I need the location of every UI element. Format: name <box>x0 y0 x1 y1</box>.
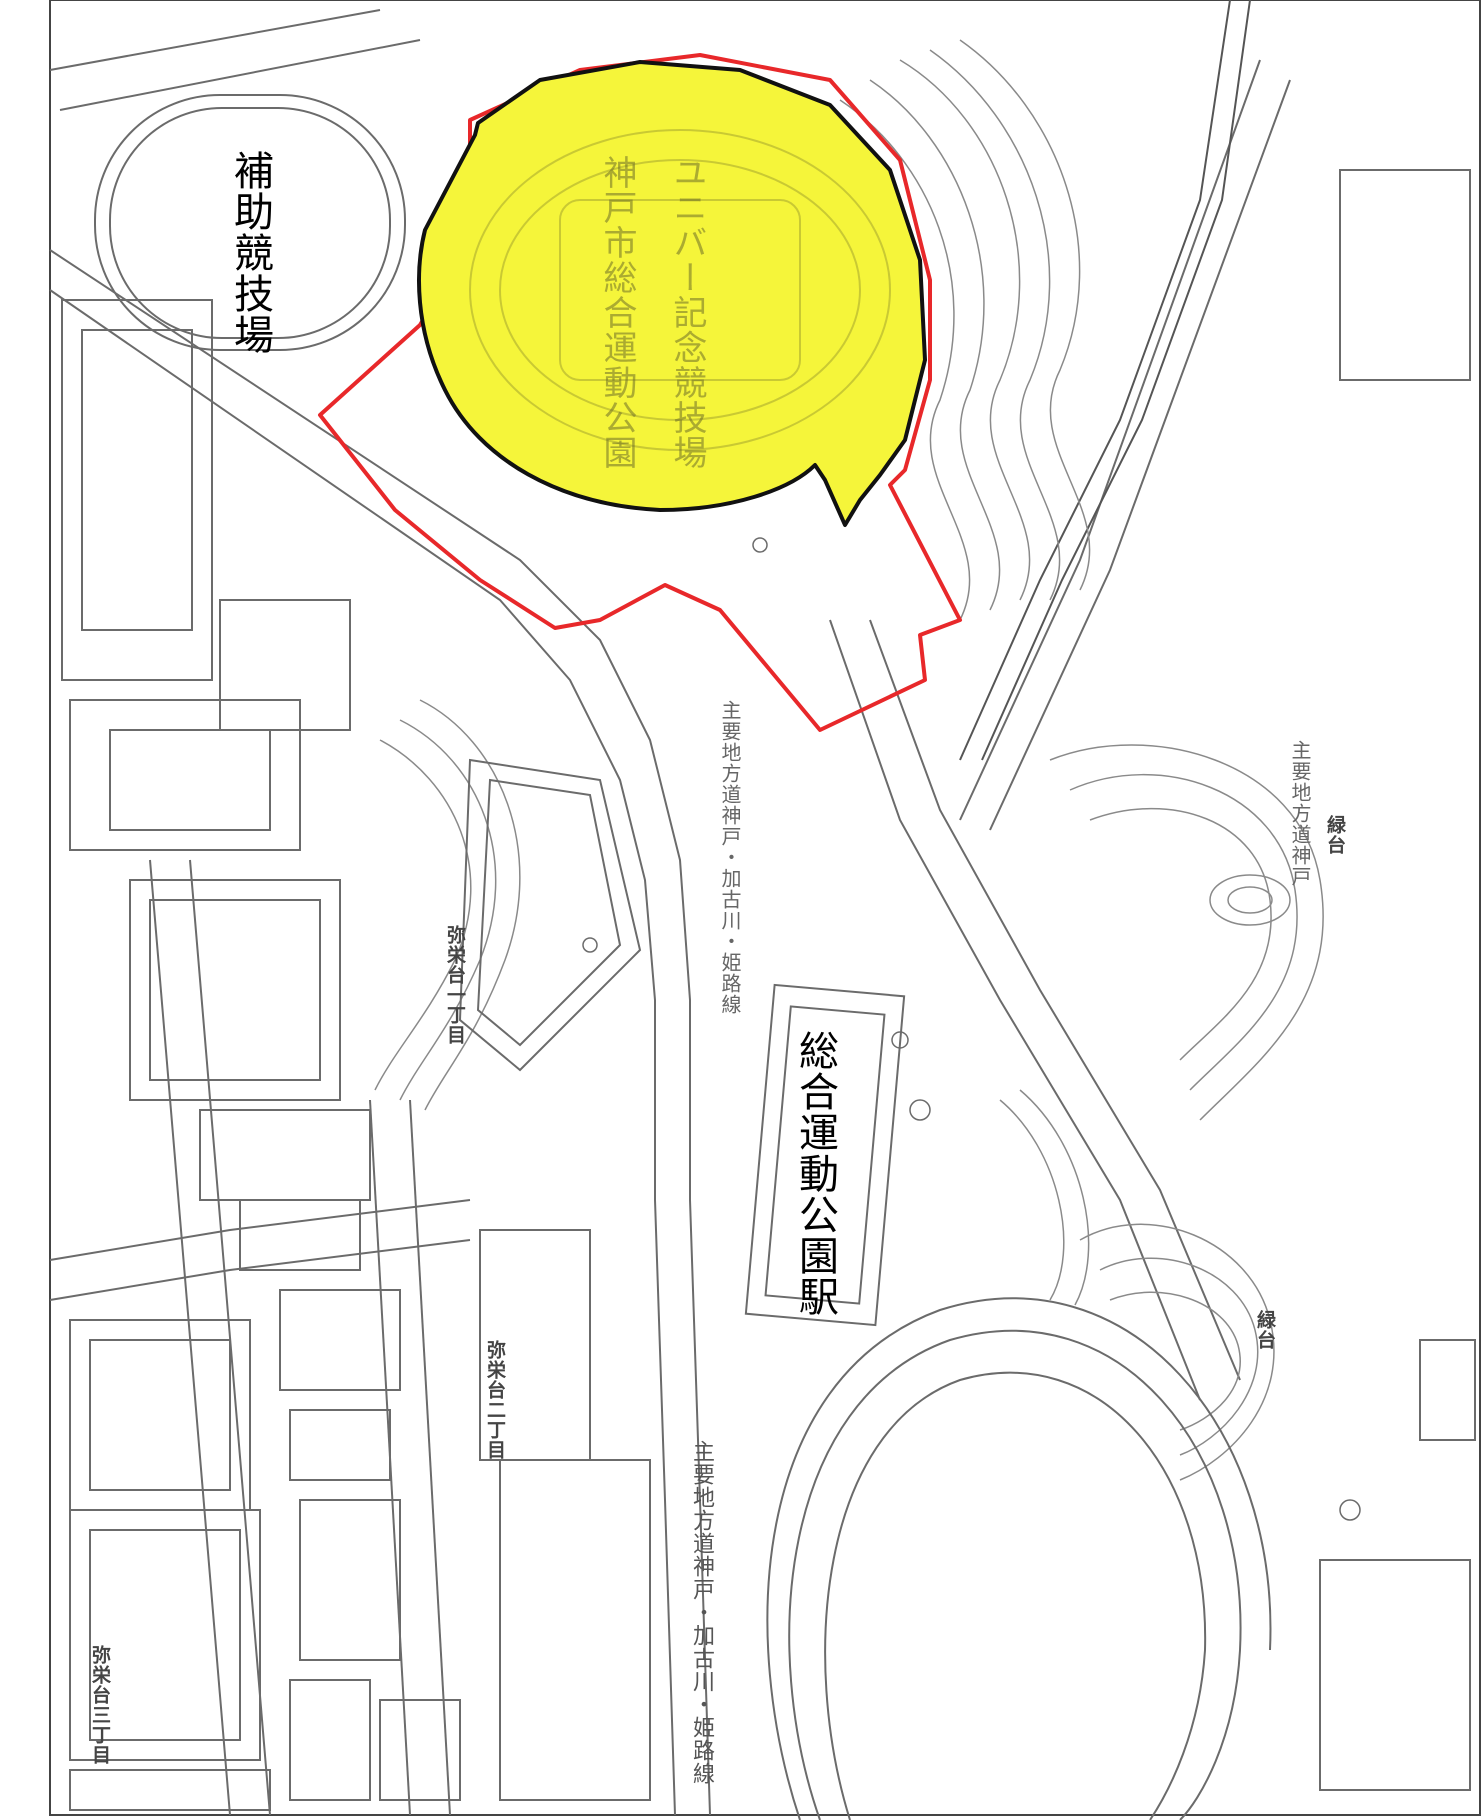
site-boundary <box>318 53 962 732</box>
label-station: 総合運動公園駅 <box>792 1030 838 1317</box>
label-road-upper: 主要地方道神戸・加古川・姫路線 <box>718 700 742 1015</box>
railway <box>959 0 1251 761</box>
map-markers <box>582 537 1361 1521</box>
stadium-highlight <box>417 60 927 527</box>
label-yakodai-2: 弥栄台二丁目 <box>484 1340 506 1460</box>
label-road-right: 主要地方道神戸 <box>1288 740 1312 887</box>
label-yakodai-3: 弥栄台三丁目 <box>89 1645 111 1765</box>
label-road-main: 主要地方道神戸・加古川・姫路線 <box>689 1440 714 1785</box>
label-midoridai-2: 緑台 <box>1254 1310 1276 1350</box>
station-platform <box>744 983 906 1327</box>
label-stadium-name: 神戸市総合運動公園 <box>597 155 637 470</box>
stadium-track <box>469 129 891 451</box>
main-arena <box>766 1297 1272 1820</box>
building-blocks <box>61 169 1476 1811</box>
baseball-stadium <box>458 758 642 1072</box>
roads <box>49 9 1291 1816</box>
label-auxiliary-field: 補助競技場 <box>227 150 273 355</box>
label-stadium-sub: ユニバー記念競技場 <box>667 155 707 470</box>
auxiliary-track <box>94 94 406 351</box>
label-midoridai-1: 緑台 <box>1324 815 1346 855</box>
label-yakodai-1: 弥栄台一丁目 <box>444 925 466 1045</box>
